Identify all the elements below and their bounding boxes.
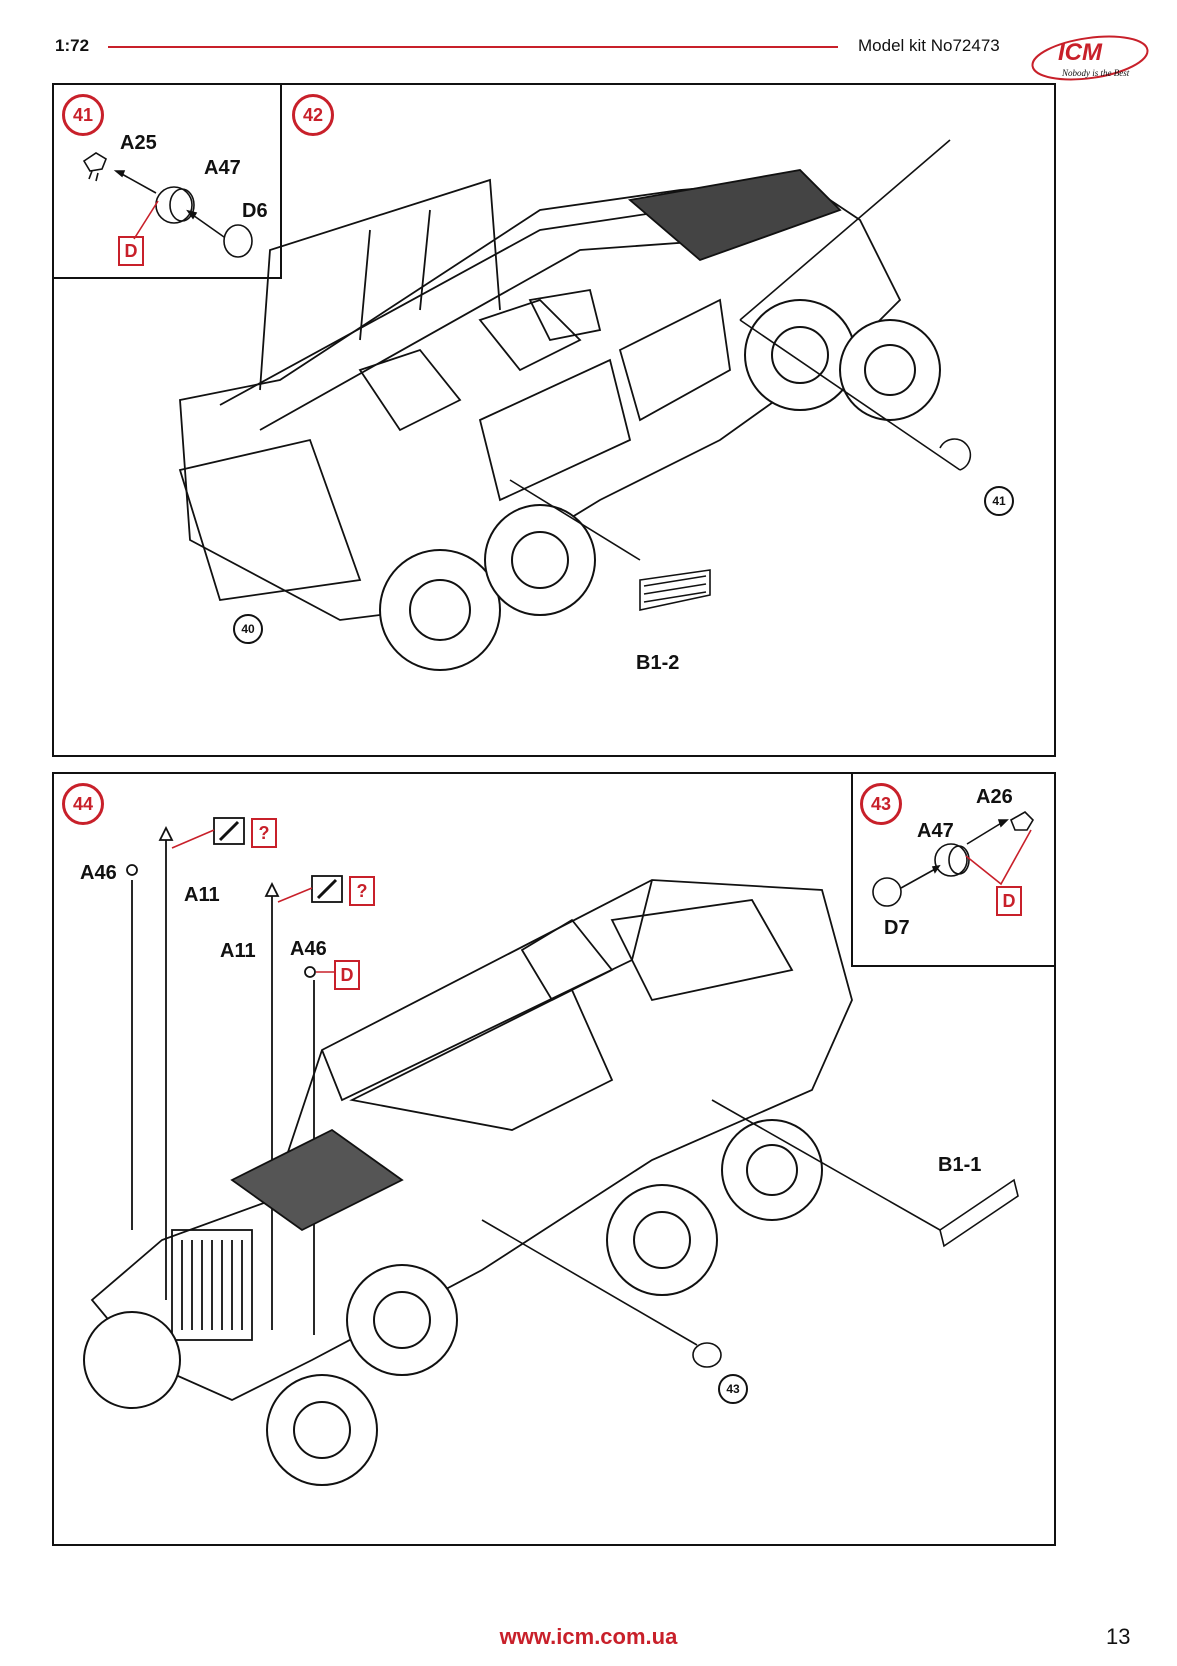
part-a46-label-right: A46 bbox=[290, 938, 327, 960]
ref-step-40-badge: 40 bbox=[233, 614, 263, 644]
part-b1-2-label: B1-2 bbox=[636, 652, 680, 674]
part-a26-label: A26 bbox=[976, 786, 1013, 808]
part-a47-label-43: A47 bbox=[917, 820, 954, 842]
headlight-43-icon bbox=[692, 1342, 722, 1368]
part-d7-label: D7 bbox=[884, 917, 910, 939]
front-wheel-left-icon bbox=[83, 1311, 181, 1409]
b1-2-running-board-icon bbox=[639, 569, 711, 611]
d6-lens-icon bbox=[223, 224, 253, 258]
scale-label: 1:72 bbox=[55, 36, 90, 55]
a46-lamp-2-icon bbox=[304, 966, 316, 978]
paint-d-box-41: D bbox=[118, 236, 144, 266]
part-a47-label: A47 bbox=[204, 157, 241, 179]
part-a46-label-left: A46 bbox=[80, 862, 117, 884]
brush-icon-box-1 bbox=[213, 817, 245, 845]
step-43-drawing bbox=[872, 811, 1035, 907]
paint-question-box-2: ? bbox=[349, 876, 375, 906]
part-d6-label: D6 bbox=[242, 200, 268, 222]
part-b1-1-label: B1-1 bbox=[938, 1154, 982, 1176]
paint-d-box-43: D bbox=[996, 886, 1022, 916]
a26-headlight-mount-icon bbox=[1009, 811, 1035, 831]
ref-step-41-badge: 41 bbox=[984, 486, 1014, 516]
a47-headlight-body-43-icon bbox=[934, 843, 968, 877]
paint-d-box-44: D bbox=[334, 960, 360, 990]
step-43-number: 43 bbox=[860, 783, 902, 825]
part-a11-label-lower: A11 bbox=[220, 940, 256, 962]
step-44-car-drawing bbox=[83, 817, 1019, 1486]
a46-lamp-1-icon bbox=[126, 864, 138, 876]
radiator-grille-icon bbox=[171, 1229, 253, 1341]
ref-step-43-badge: 43 bbox=[718, 1374, 748, 1404]
header-rule bbox=[108, 46, 838, 48]
step-42-number: 42 bbox=[292, 94, 334, 136]
footer-url[interactable]: www.icm.com.ua bbox=[499, 1624, 678, 1649]
step-41-drawing bbox=[82, 152, 253, 258]
step-44-number: 44 bbox=[62, 783, 104, 825]
d7-lens-icon bbox=[872, 877, 902, 907]
paint-question-box-1: ? bbox=[251, 818, 277, 848]
headlight-41-icon bbox=[939, 438, 972, 471]
part-a11-label-upper: A11 bbox=[184, 884, 220, 906]
logo-text: ICM bbox=[1058, 39, 1103, 66]
step-41-number: 41 bbox=[62, 94, 104, 136]
b1-1-running-board-icon bbox=[939, 1178, 1019, 1248]
icm-logo: ICM Nobody is the Best bbox=[1028, 32, 1158, 84]
kit-number: Model kit No72473 bbox=[858, 36, 1000, 55]
logo-tagline: Nobody is the Best bbox=[1061, 68, 1130, 78]
a25-headlight-mount-icon bbox=[82, 152, 107, 172]
part-a25-label: A25 bbox=[120, 132, 157, 154]
step-42-car-drawing bbox=[178, 139, 972, 671]
wheels-group bbox=[379, 299, 941, 671]
page-number: 13 bbox=[1106, 1624, 1131, 1649]
brush-icon-box-2 bbox=[311, 875, 343, 903]
